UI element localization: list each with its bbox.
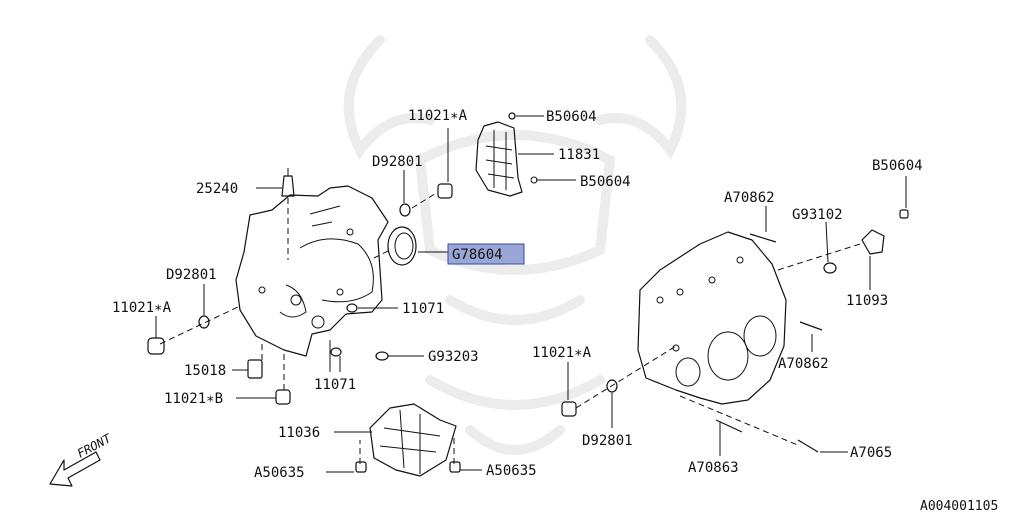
label-g93102: G93102 [792,207,843,223]
label-11021a-left: 11021∗A [112,300,172,316]
label-b50604-mid: B50604 [580,174,631,190]
label-11021a-right: 11021∗A [532,345,592,361]
label-11021b: 11021∗B [164,391,223,407]
label-11021a-top: 11021∗A [408,108,468,124]
part-labels: 11021∗A B50604 D92801 11831 B50604 25240… [112,108,923,481]
label-b50604-top: B50604 [546,109,597,125]
label-11831: 11831 [558,147,600,163]
label-11071-b: 11071 [314,377,356,393]
label-11093: 11093 [846,293,888,309]
front-direction-arrow: FRONT [49,431,114,487]
label-d92801-top: D92801 [372,154,423,170]
label-d92801-right: D92801 [582,433,633,449]
watermark-emblem [343,35,687,455]
figure-code: A004001105 [920,499,998,512]
label-a70862-top: A70862 [724,190,775,206]
label-g78604: G78604 [452,247,503,263]
label-a50635-left: A50635 [254,465,305,481]
label-a7065: A7065 [850,445,892,461]
label-11036: 11036 [278,425,320,441]
highlighted-part-g78604[interactable]: G78604 [447,243,525,265]
assembly-lines [159,191,861,464]
label-d92801-left: D92801 [166,267,217,283]
label-25240: 25240 [196,181,238,197]
label-a50635-right: A50635 [486,463,537,479]
label-15018: 15018 [184,363,226,379]
label-a70863: A70863 [688,460,739,476]
right-crankcase [561,209,909,453]
front-label: FRONT [75,431,114,461]
left-crankcase [235,185,389,357]
leader-lines [155,115,907,473]
label-a70862-mid: A70862 [778,356,829,372]
label-g93203: G93203 [428,349,479,365]
oil-strainer-11036 [355,403,461,477]
oil-seal-g78604 [387,226,417,266]
label-b50604-right: B50604 [872,158,923,174]
label-11071-a: 11071 [402,301,444,317]
